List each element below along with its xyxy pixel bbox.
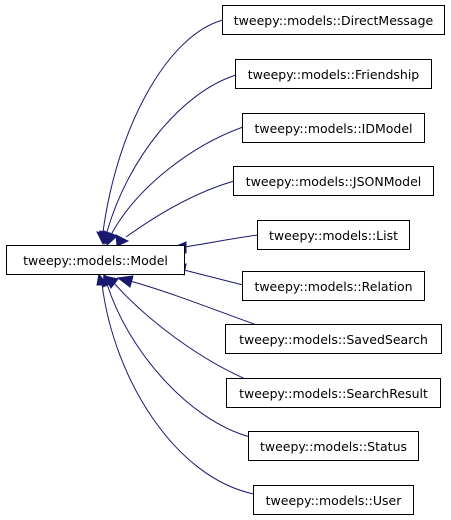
node-list[interactable]: tweepy::models::List bbox=[257, 220, 410, 250]
node-relation-label: tweepy::models::Relation bbox=[254, 279, 412, 294]
edge-direct-message bbox=[102, 19, 224, 233]
node-model-label: tweepy::models::Model bbox=[23, 253, 168, 268]
node-user-label: tweepy::models::User bbox=[266, 493, 403, 508]
node-user[interactable]: tweepy::models::User bbox=[253, 485, 414, 515]
edge-friendship bbox=[106, 74, 237, 233]
node-friendship-label: tweepy::models::Friendship bbox=[248, 67, 420, 82]
edge-relation bbox=[183, 269, 244, 286]
edge-status bbox=[106, 283, 251, 438]
node-relation[interactable]: tweepy::models::Relation bbox=[242, 271, 425, 301]
edge-saved-search bbox=[129, 280, 266, 329]
node-saved-search-label: tweepy::models::SavedSearch bbox=[239, 332, 428, 347]
edge-idmodel bbox=[111, 126, 244, 234]
node-idmodel[interactable]: tweepy::models::IDModel bbox=[242, 113, 425, 143]
node-direct-message[interactable]: tweepy::models::DirectMessage bbox=[222, 5, 445, 35]
node-list-label: tweepy::models::List bbox=[269, 228, 398, 243]
arrowhead-jsonmodel bbox=[115, 234, 130, 247]
node-jsonmodel-label: tweepy::models::JSONModel bbox=[246, 174, 422, 189]
node-friendship[interactable]: tweepy::models::Friendship bbox=[235, 59, 432, 89]
node-status[interactable]: tweepy::models::Status bbox=[248, 431, 419, 461]
inheritance-edges bbox=[101, 19, 266, 495]
node-saved-search[interactable]: tweepy::models::SavedSearch bbox=[225, 324, 442, 354]
node-model[interactable]: tweepy::models::Model bbox=[6, 245, 185, 275]
node-search-result[interactable]: tweepy::models::SearchResult bbox=[226, 378, 441, 408]
node-idmodel-label: tweepy::models::IDModel bbox=[254, 121, 412, 136]
node-direct-message-label: tweepy::models::DirectMessage bbox=[234, 13, 434, 28]
arrowhead-idmodel bbox=[103, 230, 118, 246]
node-jsonmodel[interactable]: tweepy::models::JSONModel bbox=[233, 166, 434, 196]
edge-search-result bbox=[113, 282, 256, 384]
edge-jsonmodel bbox=[125, 180, 235, 238]
arrowhead-saved-search bbox=[116, 275, 134, 288]
arrowhead-user bbox=[96, 272, 108, 286]
node-search-result-label: tweepy::models::SearchResult bbox=[239, 386, 428, 401]
node-status-label: tweepy::models::Status bbox=[260, 439, 407, 454]
edge-user bbox=[101, 283, 255, 495]
edge-list bbox=[183, 234, 259, 248]
inheritance-arrowheads bbox=[96, 230, 187, 289]
